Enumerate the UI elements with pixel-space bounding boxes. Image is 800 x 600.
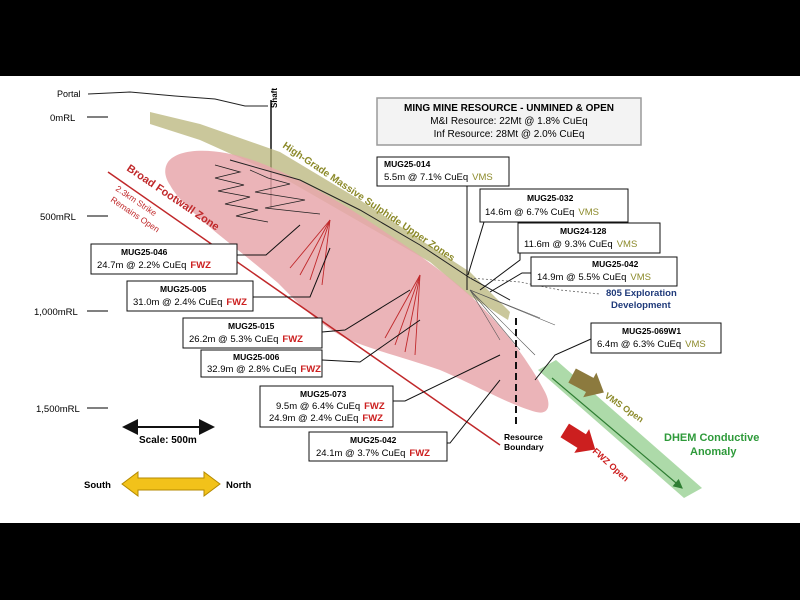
drill-intercept: 6.4m @ 6.3% CuEq: [597, 339, 681, 350]
portal-label: Portal: [57, 89, 81, 99]
fwz-open-arrow: [560, 423, 596, 453]
vms-open-arrow: [568, 368, 604, 398]
underground-workings: [214, 164, 269, 223]
resource-box-title: MING MINE RESOURCE - UNMINED & OPEN: [404, 103, 614, 114]
drill-callout-mug25-005: MUG25-005 31.0m @ 2.4% CuEq FWZ: [126, 280, 254, 312]
exploration-label-line1: 805 Exploration: [606, 288, 677, 299]
drill-tag-fwz: FWZ: [364, 401, 385, 412]
dhem-anomaly-band: [538, 360, 702, 498]
double-headed-arrow-icon: [121, 471, 221, 497]
upper-zone-band: [150, 112, 510, 320]
resource-boundary-label-line2: Boundary: [504, 442, 544, 452]
drill-tag-fwz: FWZ: [226, 297, 247, 308]
resource-summary-box: MING MINE RESOURCE - UNMINED & OPEN M&I …: [376, 97, 642, 146]
drill-hole-id: MUG25-069W1: [622, 326, 681, 336]
south-north-indicator: South North: [84, 471, 252, 497]
drill-tag-fwz: FWZ: [282, 334, 303, 345]
drill-callout-mug25-042-vms: MUG25-042 14.9m @ 5.5% CuEq VMS: [530, 256, 678, 287]
depth-axis: 0mRL 500mRL 1,000mRL 1,500mRL: [34, 113, 108, 415]
scale-label: Scale: 500m: [139, 435, 197, 446]
drill-callout-mug25-046: MUG25-046 24.7m @ 2.2% CuEq FWZ: [90, 243, 238, 275]
exploration-drift: [469, 277, 601, 295]
resource-box-line2: Inf Resource: 28Mt @ 2.0% CuEq: [434, 129, 585, 140]
compass-north: North: [226, 480, 252, 491]
topography-line: [87, 91, 268, 107]
drill-tag-vms: VMS: [617, 239, 638, 250]
drill-tag-vms: VMS: [472, 172, 493, 183]
depth-label-0: 0mRL: [50, 113, 75, 124]
underground-workings: [249, 169, 321, 215]
dhem-trend-arrow: [551, 377, 683, 489]
drill-hole-id: MUG25-005: [160, 284, 207, 294]
compass-south: South: [84, 480, 111, 491]
drill-intercept: 5.5m @ 7.1% CuEq: [384, 172, 468, 183]
drill-holes: [469, 289, 556, 356]
orebody-shape: [165, 150, 549, 413]
drill-intercept: 9.5m @ 6.4% CuEq: [276, 401, 360, 412]
drill-tag-fwz: FWZ: [409, 448, 430, 459]
drill-hole-id: MUG25-006: [233, 352, 280, 362]
drill-hole-id: MUG25-042: [350, 435, 397, 445]
drill-hole-id: MUG25-073: [300, 389, 347, 399]
drill-intercept: 14.6m @ 6.7% CuEq: [485, 207, 574, 218]
footwall-zone-line: [107, 171, 501, 446]
drill-callout-mug25-032: MUG25-032 14.6m @ 6.7% CuEq VMS: [479, 188, 629, 223]
resource-boundary-label-line1: Resource: [504, 432, 543, 442]
drill-intercept: 24.1m @ 3.7% CuEq: [316, 448, 405, 459]
depth-label-1500: 1,500mRL: [36, 404, 80, 415]
drill-intercept: 31.0m @ 2.4% CuEq: [133, 297, 222, 308]
bottom-black-band: [0, 523, 800, 600]
drill-intercept: 14.9m @ 5.5% CuEq: [537, 272, 626, 283]
drill-intercept: 26.2m @ 5.3% CuEq: [189, 334, 278, 345]
drill-hole-id: MUG25-042: [592, 259, 639, 269]
drill-hole-id: MUG25-032: [527, 193, 574, 203]
drill-callout-mug25-042-fwz: MUG25-042 24.1m @ 3.7% CuEq FWZ: [308, 431, 448, 462]
resource-box-line1: M&I Resource: 22Mt @ 1.8% CuEq: [430, 116, 587, 127]
footwall-drill-fans: [289, 219, 421, 356]
drill-callout-mug25-069w1: MUG25-069W1 6.4m @ 6.3% CuEq VMS: [590, 322, 722, 354]
dhem-label-line1: DHEM Conductive: [664, 432, 759, 444]
drill-intercept: 24.7m @ 2.2% CuEq: [97, 260, 186, 271]
drill-tag-fwz: FWZ: [300, 364, 321, 375]
scale-bar: Scale: 500m: [122, 419, 215, 446]
drill-hole-id: MUG24-128: [560, 226, 607, 236]
exploration-label-line2: Development: [611, 300, 671, 311]
drill-tag-fwz: FWZ: [362, 413, 383, 424]
drill-intercept: 24.9m @ 2.4% CuEq: [269, 413, 358, 424]
drill-tag-fwz: FWZ: [190, 260, 211, 271]
top-black-band: [0, 0, 800, 76]
drill-hole-id: MUG25-015: [228, 321, 275, 331]
depth-label-500: 500mRL: [40, 212, 76, 223]
drill-callout-mug24-128: MUG24-128 11.6m @ 9.3% CuEq VMS: [517, 222, 661, 254]
drill-hole-id: MUG25-014: [384, 159, 431, 169]
drill-callout-mug25-015: MUG25-015 26.2m @ 5.3% CuEq FWZ: [182, 317, 323, 349]
underground-decline: [229, 159, 511, 301]
depth-label-1000: 1,000mRL: [34, 307, 78, 318]
drill-tag-vms: VMS: [685, 339, 706, 350]
drill-intercept: 11.6m @ 9.3% CuEq: [524, 239, 613, 250]
drill-hole-id: MUG25-046: [121, 247, 168, 257]
drill-callout-mug25-014: MUG25-014 5.5m @ 7.1% CuEq VMS: [376, 156, 510, 187]
shaft-label: Shaft: [270, 88, 279, 108]
drill-tag-vms: VMS: [630, 272, 651, 283]
drill-callout-mug25-006: MUG25-006 32.9m @ 2.8% CuEq FWZ: [200, 349, 323, 378]
drill-tag-vms: VMS: [578, 207, 599, 218]
dhem-label-line2: Anomaly: [690, 446, 737, 458]
drill-intercept: 32.9m @ 2.8% CuEq: [207, 364, 296, 375]
